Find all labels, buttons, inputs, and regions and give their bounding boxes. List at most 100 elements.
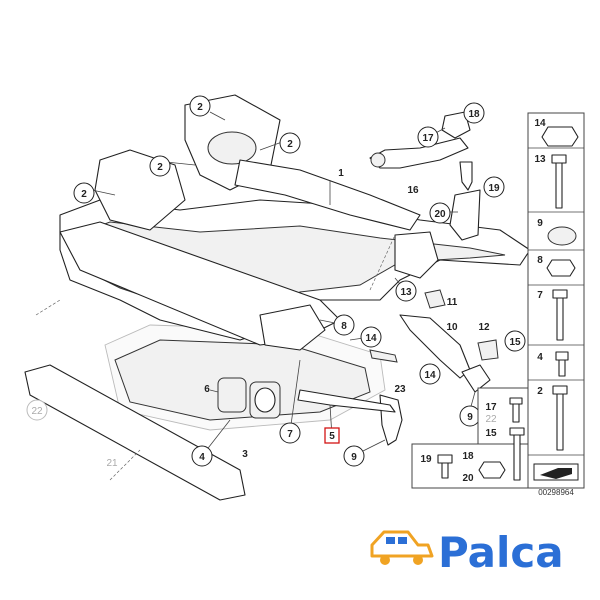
bottom-label-22: 22 xyxy=(485,414,497,425)
bolt-head-icon xyxy=(509,397,523,405)
car-outline-icon xyxy=(370,530,434,558)
callout-10: 10 xyxy=(446,322,458,333)
callout-2-left: 2 xyxy=(157,162,163,173)
callout-4: 4 xyxy=(199,452,205,463)
front-axle-carrier-illustration xyxy=(24,94,531,501)
bolt-shaft-icon xyxy=(556,297,564,341)
flange-nut-icon xyxy=(547,226,577,246)
callout-18-circle xyxy=(463,102,485,124)
reinforcement-plate xyxy=(24,364,246,501)
thrust-rod xyxy=(297,389,396,413)
lock-nut-icon xyxy=(546,259,576,277)
callout-11: 11 xyxy=(447,297,458,308)
callout-17-circle xyxy=(417,126,439,148)
rubber-mount-6 xyxy=(217,377,247,413)
car-window-icon xyxy=(398,537,407,544)
callout-9-right: 9 xyxy=(467,412,473,423)
bolt-head-icon xyxy=(552,385,568,395)
callout-7-circle xyxy=(279,422,301,444)
bolt-shaft-icon xyxy=(555,162,563,209)
legend-label-13: 13 xyxy=(534,154,546,165)
legend-label-4: 4 xyxy=(537,352,543,363)
callouts: 2 2 2 2 17 18 16 19 20 1 13 11 10 12 8 1… xyxy=(26,95,526,469)
callout-2-top: 2 xyxy=(197,102,203,113)
callout-22: 22 xyxy=(31,406,43,417)
link-rod xyxy=(379,394,403,446)
direction-arrow-icon xyxy=(540,468,572,479)
upper-rail xyxy=(234,159,421,231)
callout-23: 23 xyxy=(394,384,406,395)
callout-2-circle xyxy=(279,132,301,154)
callout-5-highlighted: 5 xyxy=(329,431,335,442)
legend-label-7: 7 xyxy=(537,290,543,301)
engine-mount-bracket xyxy=(259,304,326,351)
bottom-label-18: 18 xyxy=(462,451,474,462)
callout-15: 15 xyxy=(509,337,521,348)
ball-joint-lower xyxy=(461,364,491,393)
callout-12: 12 xyxy=(478,322,490,333)
callout-3: 3 xyxy=(242,449,248,460)
diagram-number: 00298964 xyxy=(538,488,574,497)
legend-label-8: 8 xyxy=(537,255,543,266)
upper-control-arm xyxy=(369,137,469,169)
callout-9-circle xyxy=(343,445,365,467)
bolt-head-icon xyxy=(551,154,567,164)
callout-14-circle xyxy=(360,326,382,348)
callout-20-circle xyxy=(429,202,451,224)
callout-2-circle xyxy=(149,155,171,177)
callout-4-circle xyxy=(191,445,213,467)
bottom-label-19: 19 xyxy=(420,454,432,465)
callout-2-right: 2 xyxy=(287,139,293,150)
callout-8: 8 xyxy=(341,321,347,332)
bottom-label-17: 17 xyxy=(485,402,497,413)
callout-19-circle xyxy=(483,176,505,198)
callout-1: 1 xyxy=(338,168,344,179)
callout-13-circle xyxy=(395,280,417,302)
callout-17: 17 xyxy=(422,133,434,144)
highlight-box xyxy=(324,427,340,444)
palca-logo: Palca xyxy=(370,528,564,577)
callout-2-circle xyxy=(73,182,95,204)
bushing-11 xyxy=(424,289,446,309)
hex-nut-icon xyxy=(541,126,579,147)
bushing-12 xyxy=(477,339,499,361)
pin-23 xyxy=(369,349,398,363)
callout-13: 13 xyxy=(400,287,412,298)
bottom-label-20: 20 xyxy=(462,473,474,484)
bolt-shaft-icon xyxy=(512,403,520,423)
callout-20: 20 xyxy=(434,209,446,220)
bottom-label-15: 15 xyxy=(485,428,497,439)
logo-word: Palca xyxy=(438,528,564,577)
callout-2-circle xyxy=(189,95,211,117)
callout-6: 6 xyxy=(204,384,210,395)
callout-9-lower: 9 xyxy=(351,452,357,463)
car-window-icon xyxy=(386,537,395,544)
bolt-head-icon xyxy=(555,351,569,361)
bolt-shaft-icon xyxy=(556,393,564,451)
mount-bore xyxy=(254,387,276,413)
callout-7: 7 xyxy=(287,429,293,440)
callout-19: 19 xyxy=(488,183,500,194)
fastener-legend: 14 13 9 8 7 4 2 00298964 xyxy=(527,112,585,497)
fastener-frame-lower xyxy=(411,443,529,489)
arm-bracket xyxy=(441,111,471,139)
bolt-shaft-icon xyxy=(513,434,521,481)
callout-14-upper: 14 xyxy=(365,333,377,344)
callout-14-lower: 14 xyxy=(424,370,436,381)
callout-21: 21 xyxy=(106,458,118,469)
legend-label-14: 14 xyxy=(534,118,546,129)
callout-2-far-left: 2 xyxy=(81,189,87,200)
guide-lines xyxy=(35,234,396,481)
bottom-fastener-box: 17 22 15 19 18 20 xyxy=(411,387,529,489)
callout-18: 18 xyxy=(468,109,480,120)
legend-label-2: 2 xyxy=(537,386,543,397)
bolt-shaft-icon xyxy=(558,359,566,377)
car-wheel-icon xyxy=(413,555,423,565)
ball-joint-upper xyxy=(459,161,473,191)
car-wheel-icon xyxy=(380,555,390,565)
callout-16: 16 xyxy=(407,185,419,196)
legend-label-9: 9 xyxy=(537,218,543,229)
bolt-head-icon xyxy=(509,427,525,436)
callout-15-circle xyxy=(504,330,526,352)
